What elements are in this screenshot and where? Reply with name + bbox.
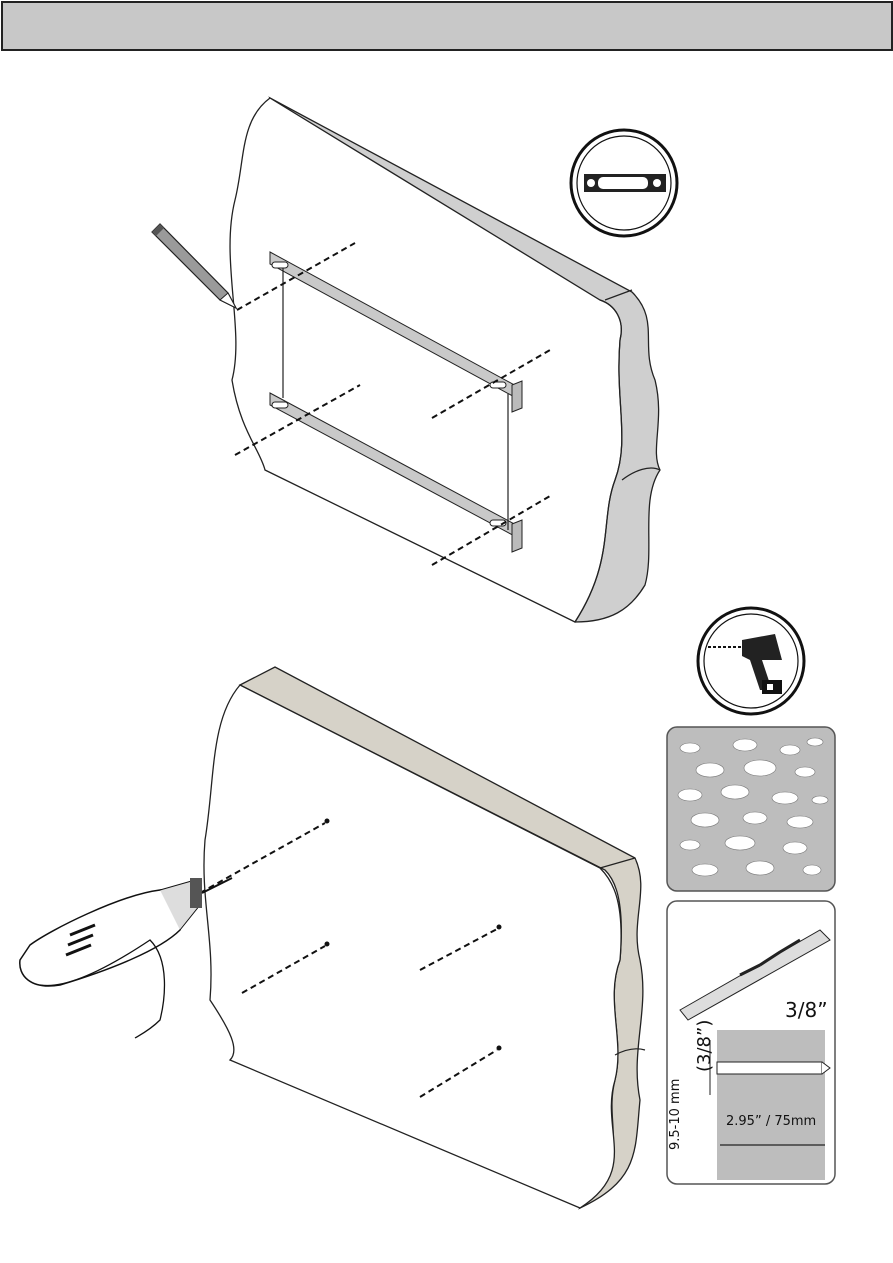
power-drill-icon	[698, 608, 804, 714]
hand-drill-icon	[20, 878, 232, 1038]
spirit-level-icon	[571, 130, 677, 236]
fraction-label: (3/8”)	[694, 1020, 715, 1072]
depth-label: 2.95” / 75mm	[726, 1114, 816, 1129]
drill-bit-panel	[667, 901, 835, 1184]
pencil-icon	[152, 224, 236, 308]
wall-bottom	[204, 667, 645, 1208]
mm-label: 9.5-10 mm	[668, 1079, 683, 1150]
bit-size-label: 3/8”	[785, 998, 828, 1022]
concrete-material-panel	[667, 727, 835, 891]
